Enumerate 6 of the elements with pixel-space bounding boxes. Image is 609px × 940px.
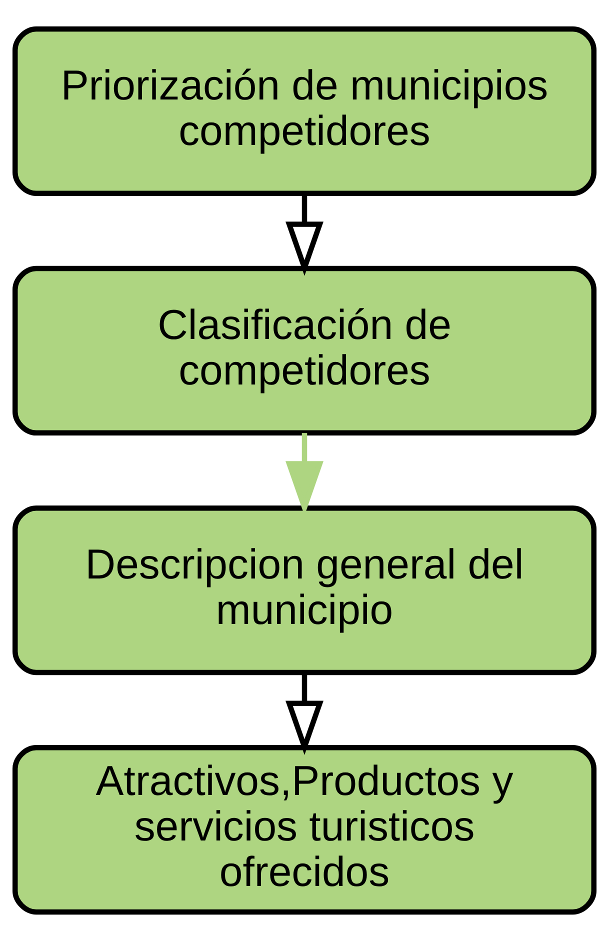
node-box: Atractivos,Productos y servicios turisticos ofrecidos <box>12 744 596 914</box>
node-box: Clasificación de competidores <box>12 265 596 436</box>
node-box: Priorización de municipios competidores <box>12 26 596 196</box>
arrow <box>286 193 324 276</box>
arrow <box>286 672 324 754</box>
node-box: Descripcion general del municipio <box>12 504 596 675</box>
